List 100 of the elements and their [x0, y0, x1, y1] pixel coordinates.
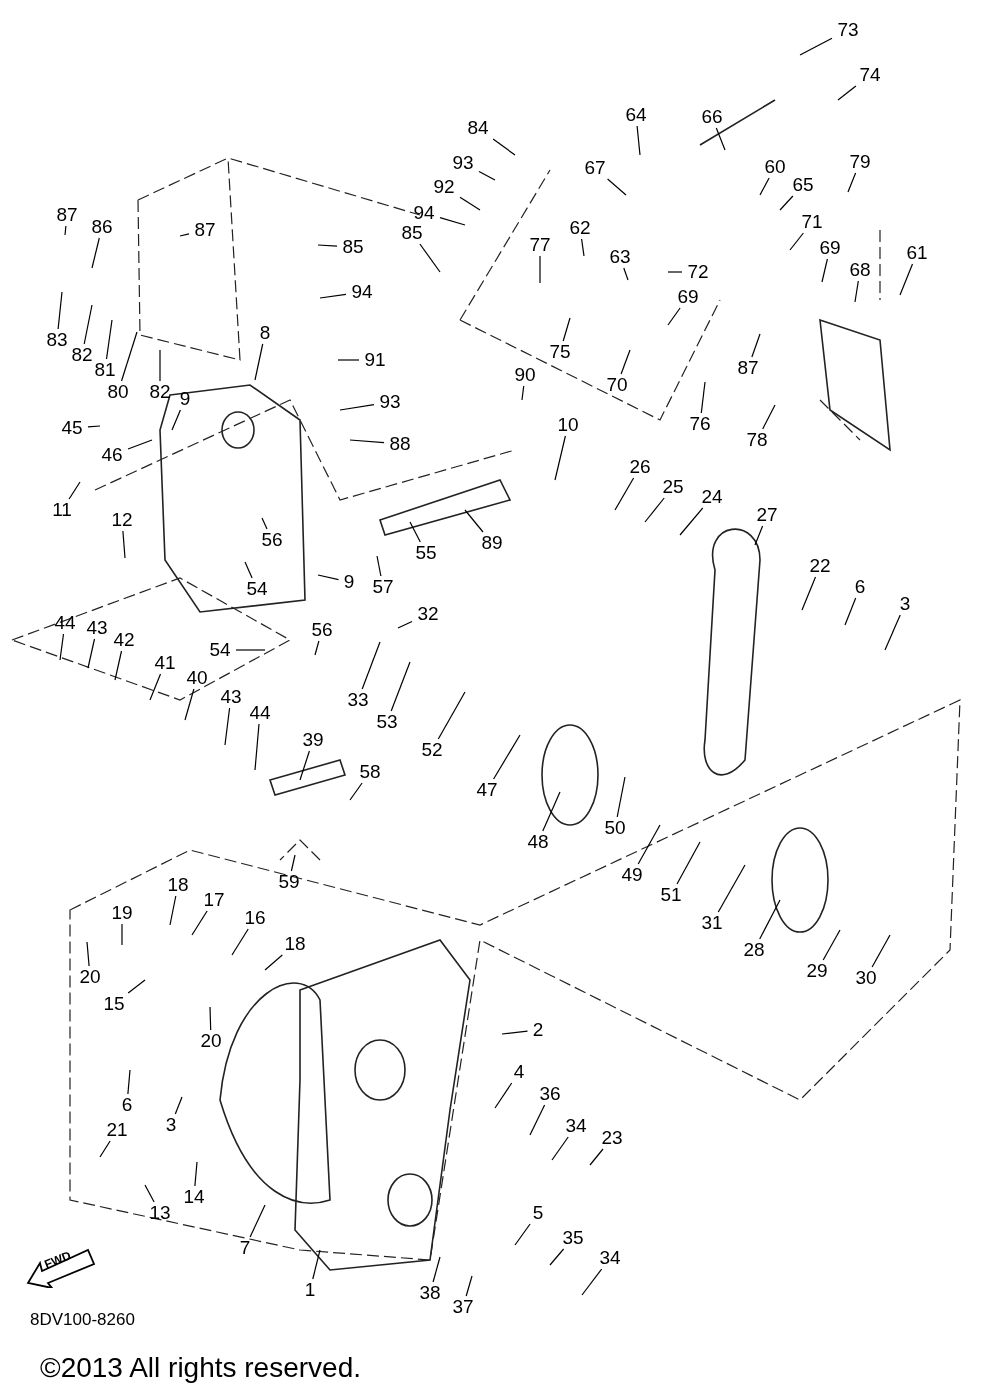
callout-number: 29 [806, 961, 828, 981]
callout-number: 79 [849, 152, 871, 172]
leader-line [821, 258, 828, 283]
leader-line [822, 929, 841, 961]
leader-line [299, 750, 310, 781]
leader-line [551, 1136, 569, 1161]
callout-number: 35 [562, 1228, 584, 1248]
leader-line [87, 425, 101, 428]
leader-line [317, 574, 340, 581]
callout-number: 40 [186, 668, 208, 688]
leader-line [169, 895, 177, 926]
callout-number: 56 [311, 620, 333, 640]
callout-number: 61 [906, 243, 928, 263]
callout-number: 54 [246, 579, 268, 599]
leader-line [361, 641, 381, 690]
callout-number: 59 [278, 872, 300, 892]
leader-line [751, 333, 761, 358]
leader-line [679, 507, 704, 536]
callout-number: 2 [532, 1020, 544, 1040]
leader-line [644, 497, 665, 523]
callout-number: 42 [113, 630, 135, 650]
callout-number: 77 [529, 235, 551, 255]
leader-line [312, 1249, 321, 1280]
callout-number: 78 [746, 430, 768, 450]
leader-line [700, 381, 706, 414]
callout-number: 17 [203, 890, 225, 910]
callout-number: 82 [149, 382, 171, 402]
leader-line [121, 923, 123, 946]
callout-number: 5 [532, 1203, 544, 1223]
leader-line [127, 1069, 131, 1095]
leader-line [676, 841, 701, 885]
leader-line [529, 1104, 546, 1136]
leader-line [844, 597, 857, 626]
leader-line [87, 638, 96, 669]
callout-number: 91 [364, 350, 386, 370]
leader-line [432, 1256, 441, 1283]
callout-number: 85 [342, 237, 364, 257]
callout-number: 58 [359, 762, 381, 782]
leader-line [521, 385, 525, 401]
callout-number: 67 [584, 158, 606, 178]
callout-number: 80 [107, 382, 129, 402]
leader-line [539, 255, 541, 284]
callout-number: 83 [46, 330, 68, 350]
callout-number: 74 [859, 65, 881, 85]
leader-line [667, 271, 683, 273]
callout-number: 9 [343, 572, 355, 592]
callout-number: 4 [513, 1062, 525, 1082]
leader-line [397, 620, 413, 629]
callout-number: 16 [244, 908, 266, 928]
callout-number: 87 [194, 220, 216, 240]
callout-number: 87 [56, 205, 78, 225]
leader-line [837, 85, 857, 101]
leader-line [174, 1096, 183, 1115]
leader-line [801, 576, 817, 611]
leader-line [581, 238, 585, 257]
callout-number: 52 [421, 740, 443, 760]
callout-number: 94 [351, 282, 373, 302]
leader-line [437, 691, 466, 740]
leader-line [501, 1030, 529, 1035]
leader-line [623, 267, 629, 281]
callout-number: 9 [179, 389, 191, 409]
callout-number: 33 [347, 690, 369, 710]
callout-number: 60 [764, 157, 786, 177]
leader-line [224, 707, 231, 746]
callout-number: 57 [372, 577, 394, 597]
callout-number: 34 [599, 1248, 621, 1268]
callout-number: 93 [379, 392, 401, 412]
leader-line [754, 525, 764, 546]
callout-number: 44 [54, 613, 76, 633]
leader-line [290, 854, 296, 872]
callout-number: 3 [899, 594, 911, 614]
callout-number: 37 [452, 1297, 474, 1317]
callout-number: 19 [111, 903, 133, 923]
leader-line [127, 979, 146, 994]
callout-number: 24 [701, 487, 723, 507]
callout-number: 6 [121, 1095, 133, 1115]
leader-line [86, 941, 90, 967]
leader-line [57, 291, 63, 330]
leader-line [91, 237, 100, 269]
callout-number: 36 [539, 1084, 561, 1104]
callout-number: 93 [452, 153, 474, 173]
callout-number: 38 [419, 1283, 441, 1303]
callout-number: 30 [855, 968, 877, 988]
callout-number: 69 [677, 287, 699, 307]
leader-line [337, 359, 360, 361]
leader-line [120, 331, 138, 382]
callout-number: 6 [854, 577, 866, 597]
callout-number: 72 [687, 262, 709, 282]
leader-line [789, 232, 804, 251]
callout-number: 14 [183, 1187, 205, 1207]
leader-line [235, 649, 266, 651]
leader-line [847, 172, 857, 193]
leader-line [762, 404, 776, 430]
leader-line [620, 349, 631, 375]
callout-number: 31 [701, 913, 723, 933]
leader-line [492, 138, 516, 156]
callout-number: 48 [527, 832, 549, 852]
callout-number: 20 [200, 1031, 222, 1051]
leader-line [254, 723, 260, 771]
callout-number: 23 [601, 1128, 623, 1148]
